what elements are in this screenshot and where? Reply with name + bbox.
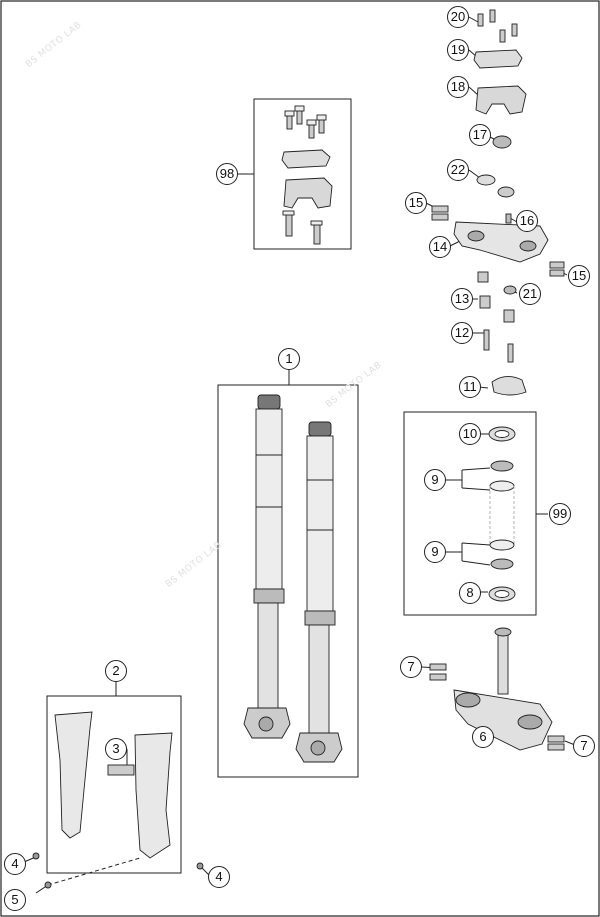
callout-22: 22 <box>447 159 469 181</box>
callout-3: 3 <box>105 738 127 760</box>
callout-7-right: 7 <box>573 735 595 757</box>
kit-99-parts <box>488 426 516 602</box>
callout-6: 6 <box>472 726 494 748</box>
callout-12: 12 <box>451 322 473 344</box>
callout-21: 21 <box>519 283 541 305</box>
callout-13: 13 <box>451 288 473 310</box>
box-98 <box>253 98 352 250</box>
callout-9-upper: 9 <box>424 469 446 491</box>
kit-98-parts <box>281 105 333 245</box>
callout-19: 19 <box>447 39 469 61</box>
callout-5: 5 <box>4 889 26 911</box>
callout-1: 1 <box>278 348 300 370</box>
callout-2: 2 <box>105 660 127 682</box>
callout-14: 14 <box>429 236 451 258</box>
lower-triple-clamp <box>429 627 565 751</box>
callout-98: 98 <box>216 163 238 185</box>
callout-7-left: 7 <box>400 656 422 678</box>
callout-10: 10 <box>459 423 481 445</box>
callout-20: 20 <box>447 6 469 28</box>
fork-legs <box>243 394 343 763</box>
steering-stack-parts <box>431 9 565 396</box>
callout-15-right: 15 <box>568 265 590 287</box>
callout-8: 8 <box>459 582 481 604</box>
fork-guards <box>32 711 204 889</box>
callout-99: 99 <box>549 503 571 525</box>
callout-9-lower: 9 <box>424 541 446 563</box>
callout-18: 18 <box>447 76 469 98</box>
box-1 <box>217 384 359 778</box>
box-2 <box>46 695 182 874</box>
callout-4-left: 4 <box>4 853 26 875</box>
callout-11: 11 <box>459 376 481 398</box>
callout-17: 17 <box>469 124 491 146</box>
callout-16: 16 <box>516 210 538 232</box>
leader-lines <box>23 16 576 894</box>
callout-4-right: 4 <box>208 866 230 888</box>
callout-15-left: 15 <box>405 192 427 214</box>
